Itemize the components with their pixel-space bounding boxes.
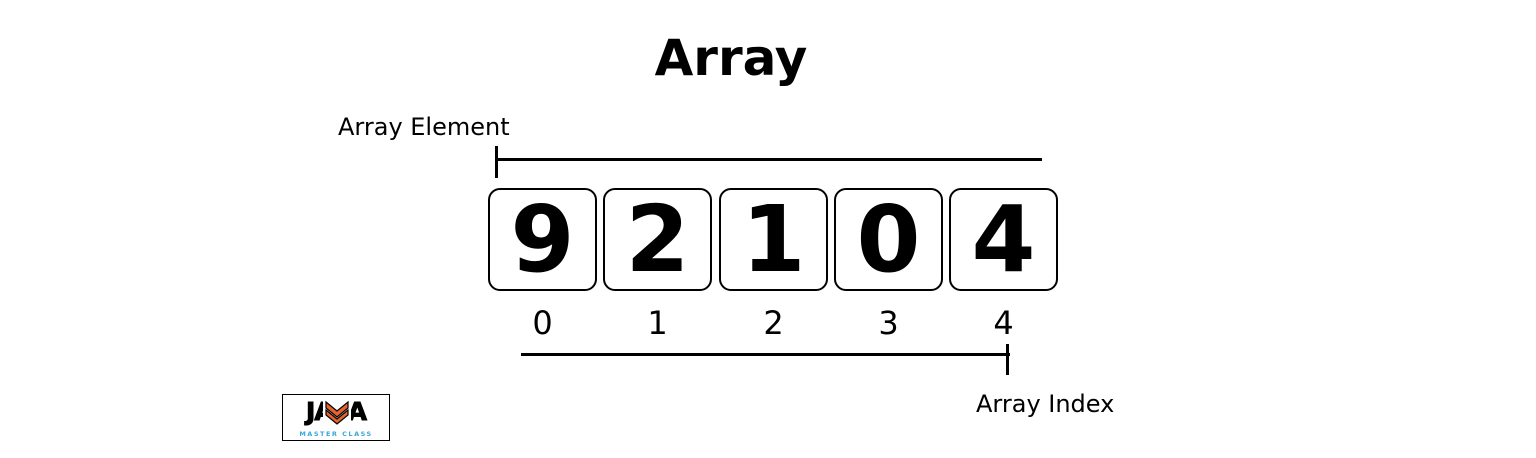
array-index-bracket-tick — [1006, 344, 1009, 375]
diagram-title: Array — [654, 29, 808, 87]
array-indices: 0 1 2 3 4 — [488, 304, 1068, 344]
array-cell: 9 — [488, 188, 597, 291]
logo-subtitle: MASTER CLASS — [299, 430, 373, 438]
array-element-bracket-tick — [495, 146, 498, 178]
array-cell: 0 — [834, 188, 943, 291]
array-index: 2 — [763, 304, 784, 342]
array-cell: 1 — [719, 188, 828, 291]
chevron-down-icon — [323, 399, 351, 425]
array-index: 1 — [647, 304, 668, 342]
array-index: 4 — [993, 304, 1014, 342]
array-cells: 9 2 1 0 4 — [488, 188, 1068, 294]
array-cell: 4 — [949, 188, 1058, 291]
array-cell: 2 — [603, 188, 712, 291]
array-element-bracket-line — [496, 158, 1042, 161]
array-index-bracket-line — [521, 353, 1010, 356]
java-master-class-logo: JAVA MASTER CLASS — [282, 394, 390, 441]
array-index: 0 — [532, 304, 553, 342]
array-element-label: Array Element — [338, 113, 510, 141]
array-index-label: Array Index — [976, 390, 1115, 418]
array-index: 3 — [878, 304, 899, 342]
